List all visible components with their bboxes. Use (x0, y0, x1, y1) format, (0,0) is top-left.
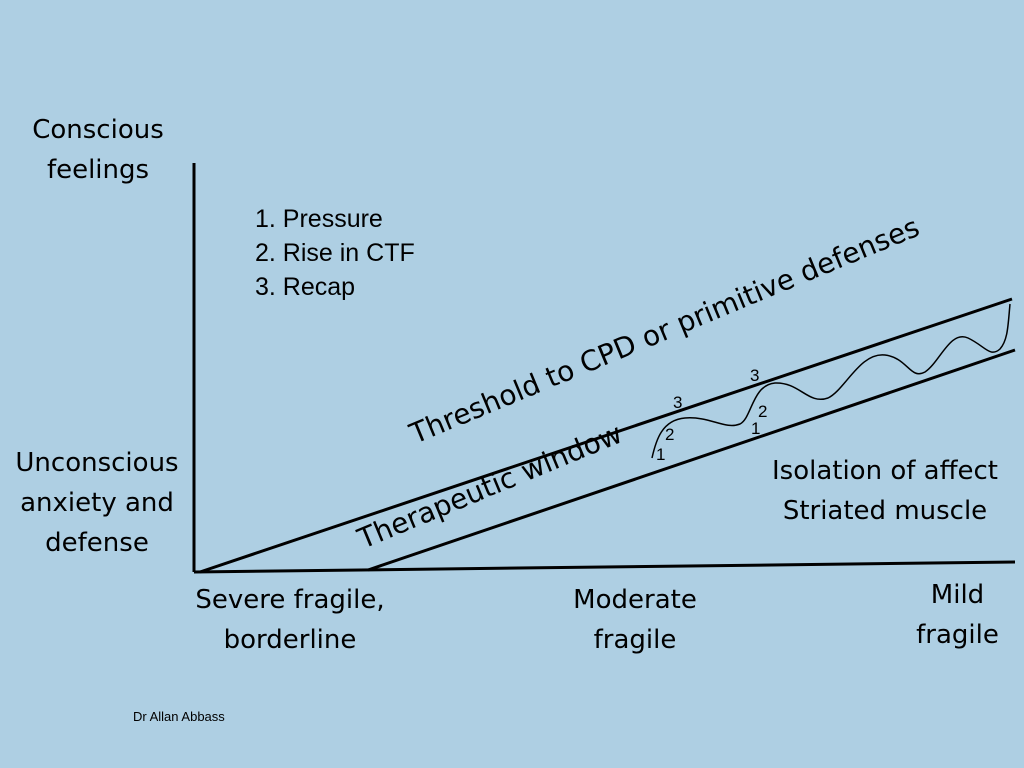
window-floor-line (367, 348, 1016, 572)
x-right-line-2: fragile (916, 620, 999, 650)
step-rise-in-ctf: 2. Rise in CTF (255, 239, 415, 267)
wave-mark-1b: 1 (751, 419, 761, 438)
y-axis-top-label: Conscious feelings (18, 110, 178, 190)
wave-mark-2b: 2 (758, 402, 768, 421)
y-top-line-1: Conscious (32, 115, 164, 145)
x-mid-line-1: Moderate (573, 585, 697, 615)
wave-mark-1a: 1 (656, 445, 666, 464)
x-axis-mid-label: Moderate fragile (540, 580, 730, 660)
wave-mark-3b: 3 (750, 366, 760, 385)
x-left-line-1: Severe fragile, (195, 585, 385, 615)
x-axis-left-label: Severe fragile, borderline (180, 580, 400, 660)
right-note: Isolation of affect Striated muscle (750, 451, 1020, 531)
x-right-line-1: Mild (930, 580, 985, 610)
x-left-line-2: borderline (223, 625, 357, 655)
steps-list: 1. Pressure 2. Rise in CTF 3. Recap (255, 202, 415, 304)
wave-mark-3a: 3 (673, 393, 683, 412)
threshold-line (199, 297, 1013, 574)
anxiety-wave (651, 303, 1011, 459)
step-pressure: 1. Pressure (255, 205, 383, 233)
x-axis (193, 560, 1016, 574)
y-axis-mid-label: Unconscious anxiety and defense (2, 443, 192, 563)
author-credit: Dr Allan Abbass (133, 709, 225, 724)
y-mid-line-1: Unconscious (15, 448, 179, 478)
wave-mark-2a: 2 (665, 425, 675, 444)
y-mid-line-3: defense (45, 528, 149, 558)
x-mid-line-2: fragile (593, 625, 677, 655)
right-note-line-1: Isolation of affect (771, 456, 998, 486)
x-axis-right-label: Mild fragile (890, 575, 1024, 655)
right-note-line-2: Striated muscle (782, 496, 988, 526)
step-recap: 3. Recap (255, 273, 356, 301)
y-mid-line-2: anxiety and (20, 488, 174, 518)
y-top-line-2: feelings (46, 155, 150, 185)
